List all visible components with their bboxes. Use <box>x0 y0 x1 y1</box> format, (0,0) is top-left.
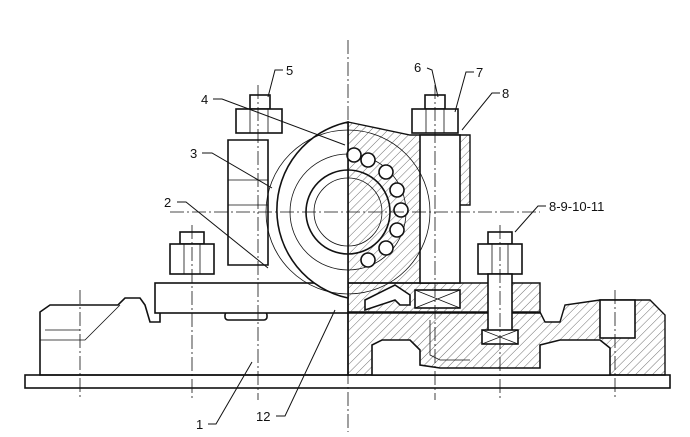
label-5: 5 <box>286 63 293 78</box>
label-7: 7 <box>476 65 483 80</box>
rolling-elements <box>346 147 409 268</box>
label-8: 8 <box>502 86 509 101</box>
center-lines <box>79 40 616 432</box>
label-6: 6 <box>414 60 421 75</box>
label-2: 2 <box>164 195 171 210</box>
label-1: 1 <box>196 417 203 432</box>
label-3: 3 <box>190 146 197 161</box>
cap-bolt-left <box>235 94 283 134</box>
leader-lines <box>177 67 546 425</box>
label-12: 12 <box>256 409 270 424</box>
part-labels: 5 6 7 8 4 3 2 8-9-10-11 1 12 <box>164 60 604 432</box>
bearing <box>265 121 431 299</box>
label-8-9-10-11: 8-9-10-11 <box>549 199 604 214</box>
label-4: 4 <box>201 92 208 107</box>
